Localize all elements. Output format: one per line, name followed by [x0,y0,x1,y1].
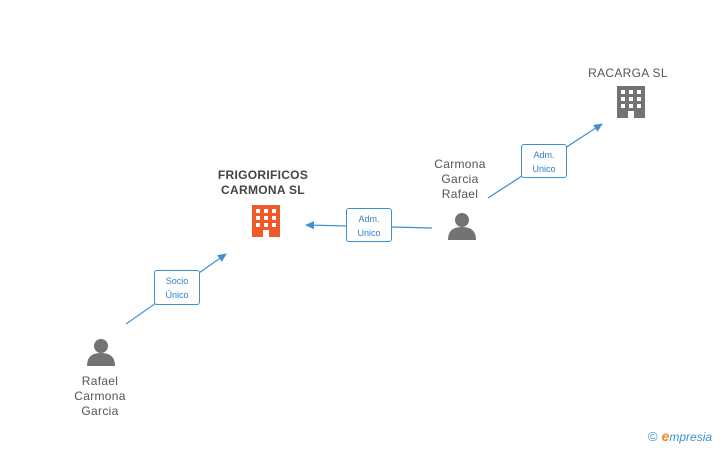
node-label-carmona-garcia-rafael[interactable]: Carmona Garcia Rafael [420,157,500,202]
building-icon[interactable] [617,86,645,118]
edge-label-line: Único [165,290,189,300]
node-label-racarga[interactable]: RACARGA SL [578,66,678,81]
node-label-line: Garcia [81,404,119,418]
empresia-logo: ©empresia [648,428,728,448]
node-label-line: FRIGORIFICOS [217,168,309,182]
edge-label-line: Unico [532,164,556,174]
copyright-icon: © [648,429,658,444]
node-label-line: CARMONA SL [221,183,305,197]
edge-label-socio-unico[interactable]: Socio Único [154,270,200,305]
person-icon[interactable] [87,339,115,366]
person-icon[interactable] [448,213,476,240]
node-label-line: Carmona [74,389,126,403]
node-label-line: Rafael [441,187,479,201]
node-label-line: Rafael [81,374,119,388]
edge-label-line: Socio [165,276,189,286]
building-icon[interactable] [252,205,280,237]
brand-e: e [661,428,670,444]
edge-label-line: Adm. [533,150,555,160]
node-label-line: Garcia [441,172,479,186]
node-label-rafael-carmona-garcia[interactable]: Rafael Carmona Garcia [60,374,140,419]
brand-name: mpresia [669,430,713,444]
edge-label-line: Adm. [358,214,380,224]
node-label-line: Carmona [434,157,486,171]
edge-label-adm-unico-frigorificos[interactable]: Adm. Unico [346,208,392,242]
edge-label-line: Unico [357,228,381,238]
node-label-line: RACARGA SL [588,66,668,80]
edge-label-adm-unico-racarga[interactable]: Adm. Unico [521,144,567,178]
node-label-frigorificos[interactable]: FRIGORIFICOS CARMONA SL [203,168,323,198]
